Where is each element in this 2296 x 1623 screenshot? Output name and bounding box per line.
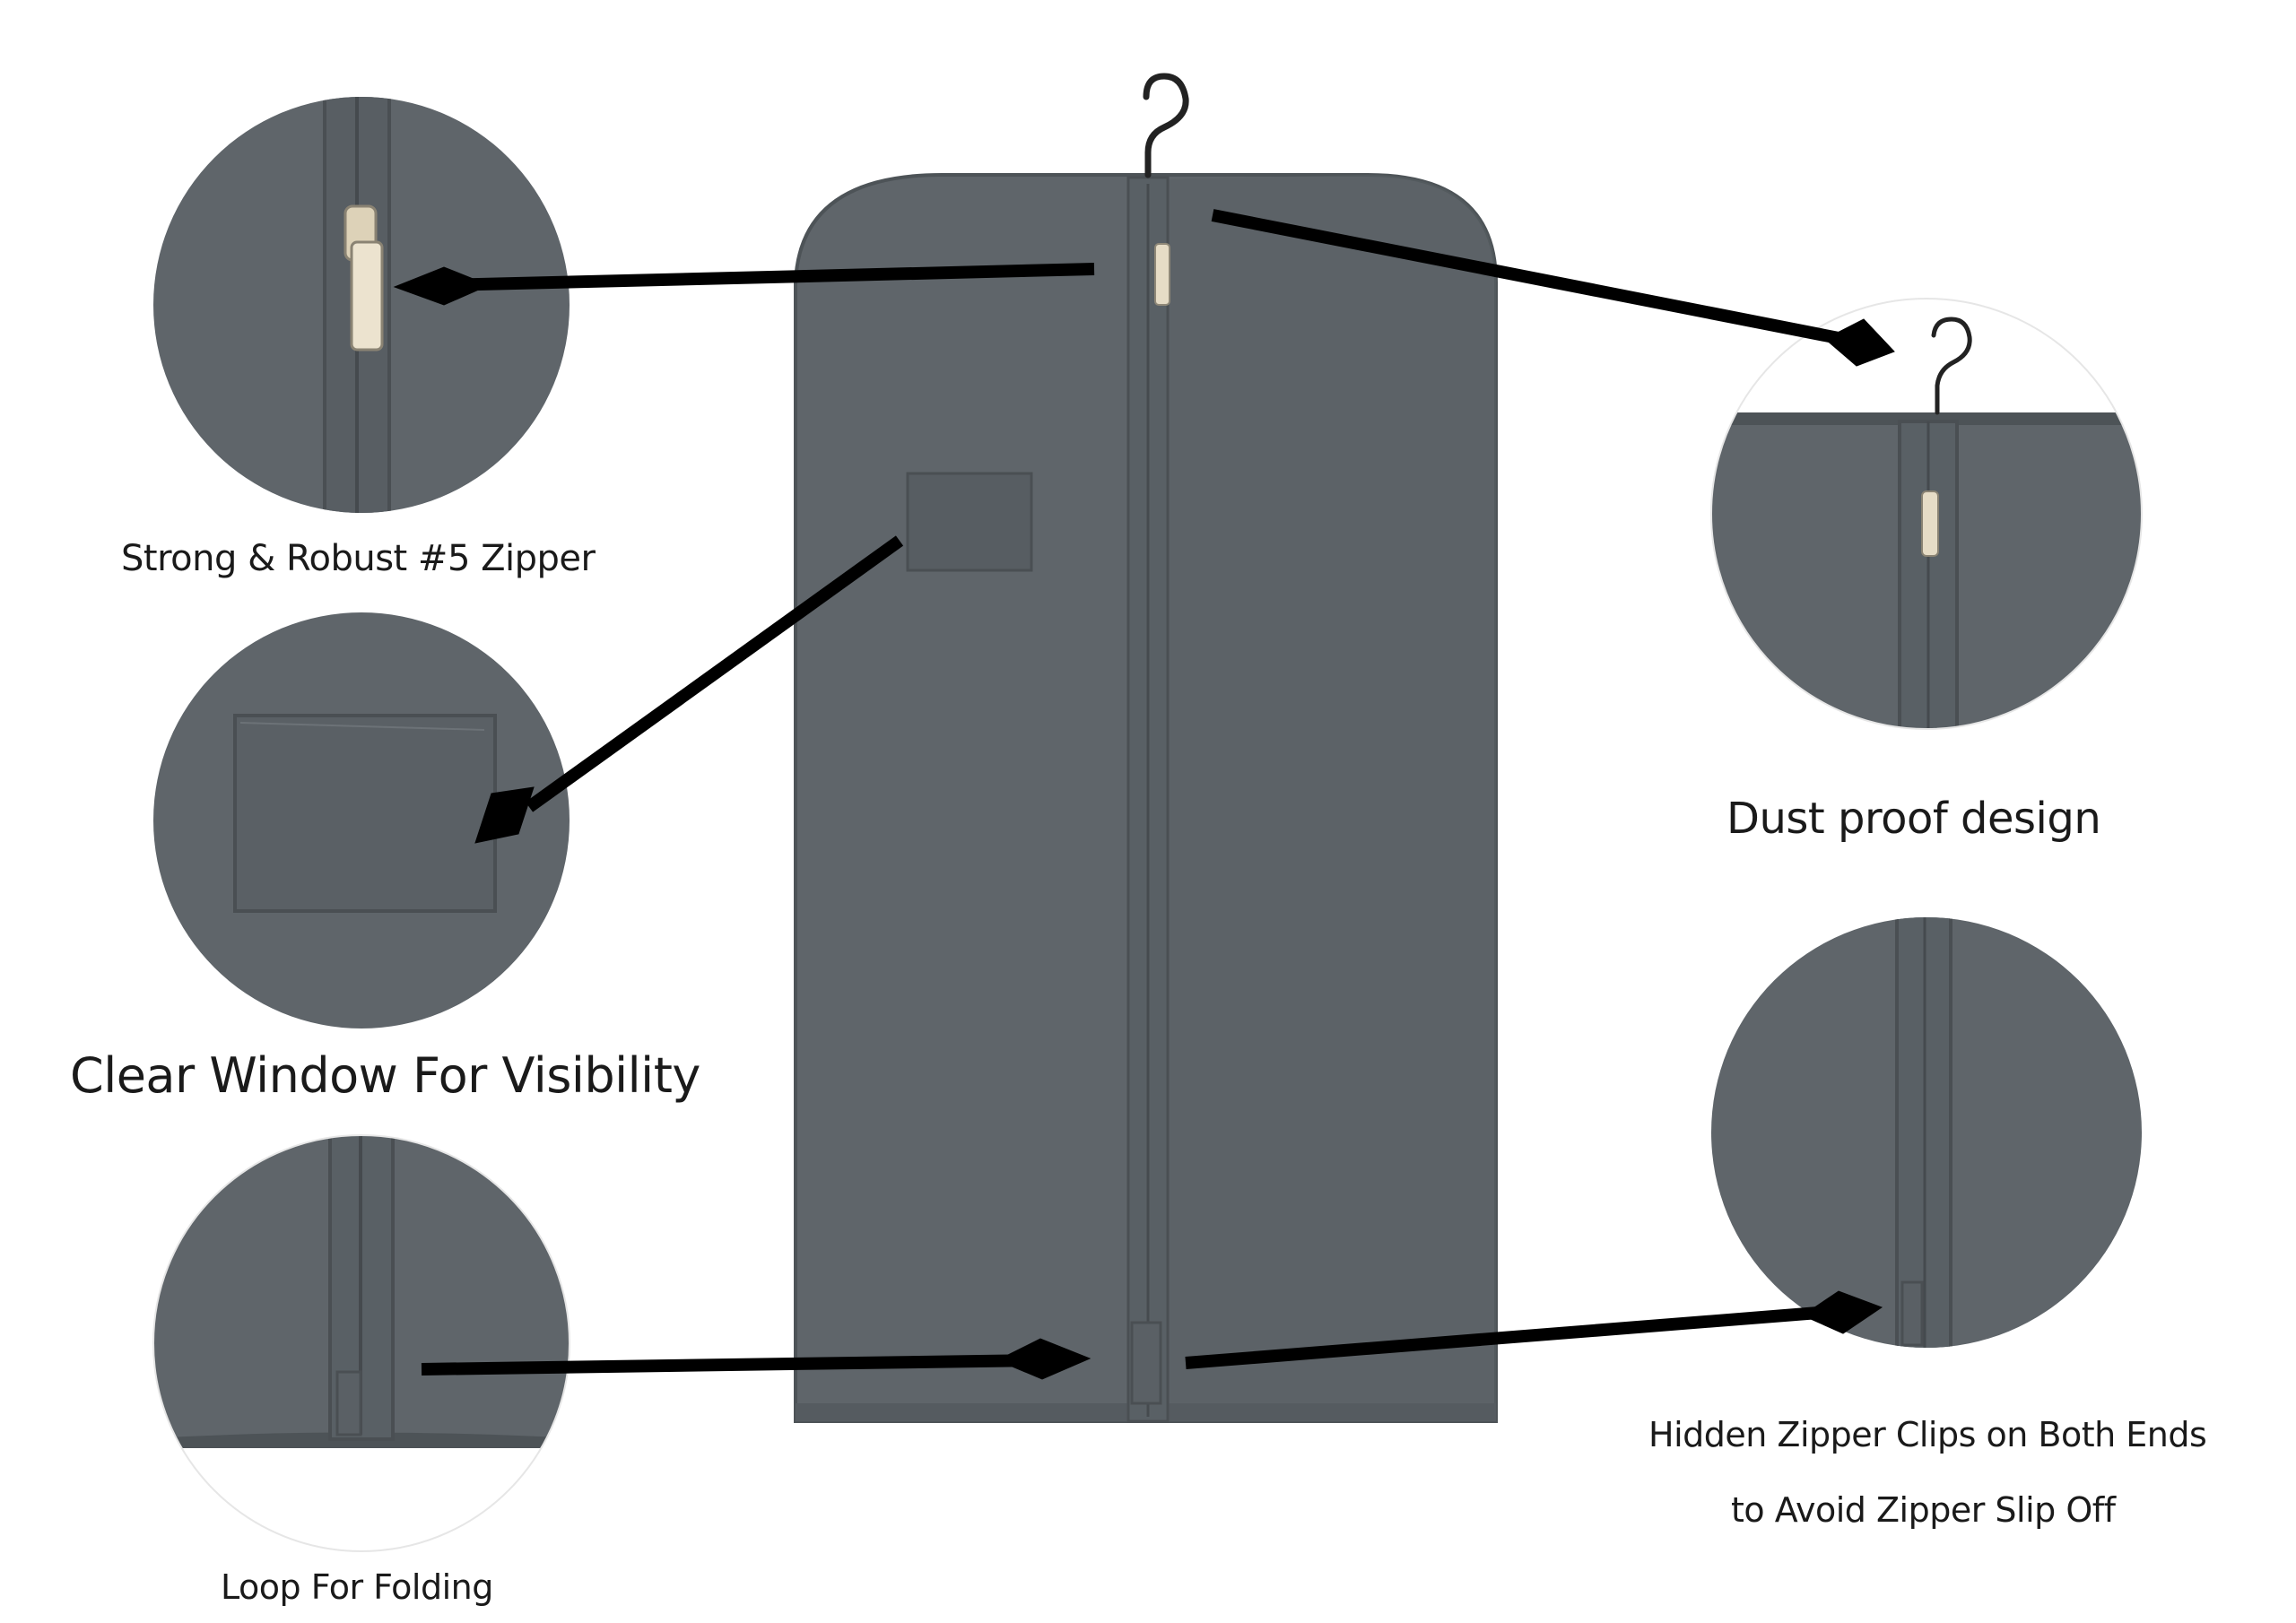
bag-clear-window [906,472,1033,572]
arrow-loop [421,1338,1091,1380]
caption-window: Clear Window For Visibility [70,1047,700,1104]
arrow-zipper [393,263,1095,306]
garment-bag [794,73,1498,1423]
arrow-window [474,535,904,844]
arrow-dust-proof [1211,209,1895,367]
bag-folding-loop [1130,1321,1162,1405]
caption-zipper-clips-line1: Hidden Zipper Clips on Both Ends [1648,1415,2207,1454]
caption-dust-proof: Dust proof design [1726,794,2101,844]
caption-zipper-clips-line2: to Avoid Zipper Slip Off [1731,1490,2116,1530]
zipper-clips-detail-circle [1711,917,2142,1348]
caption-zipper: Strong & Robust #5 Zipper [121,538,596,579]
pointer-arrows [393,209,1895,1380]
dust-proof-detail-circle [1710,298,2143,730]
bag-shade [1161,175,1496,1421]
loop-detail-circle [152,1134,570,1552]
caption-loop: Loop For Folding [221,1567,493,1607]
bag-zipper-pull [1154,243,1170,306]
bag-hanger [1143,73,1189,178]
arrow-zipper-clips [1185,1290,1883,1369]
zipper-detail-circle [153,97,570,513]
window-detail-circle [153,612,570,1028]
